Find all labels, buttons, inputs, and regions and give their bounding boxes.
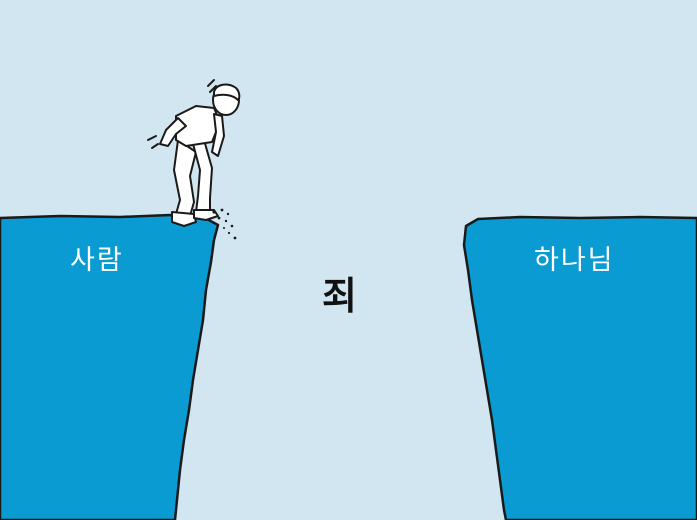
gap-label: 죄 [322,274,357,318]
right-cliff [462,215,697,520]
left-cliff-label: 사람 [70,245,124,276]
person-at-cliff-edge-icon [147,79,241,227]
right-cliff-label: 하나님 [534,245,615,276]
left-cliff [0,213,220,520]
falling-pebbles-icon [212,208,237,240]
